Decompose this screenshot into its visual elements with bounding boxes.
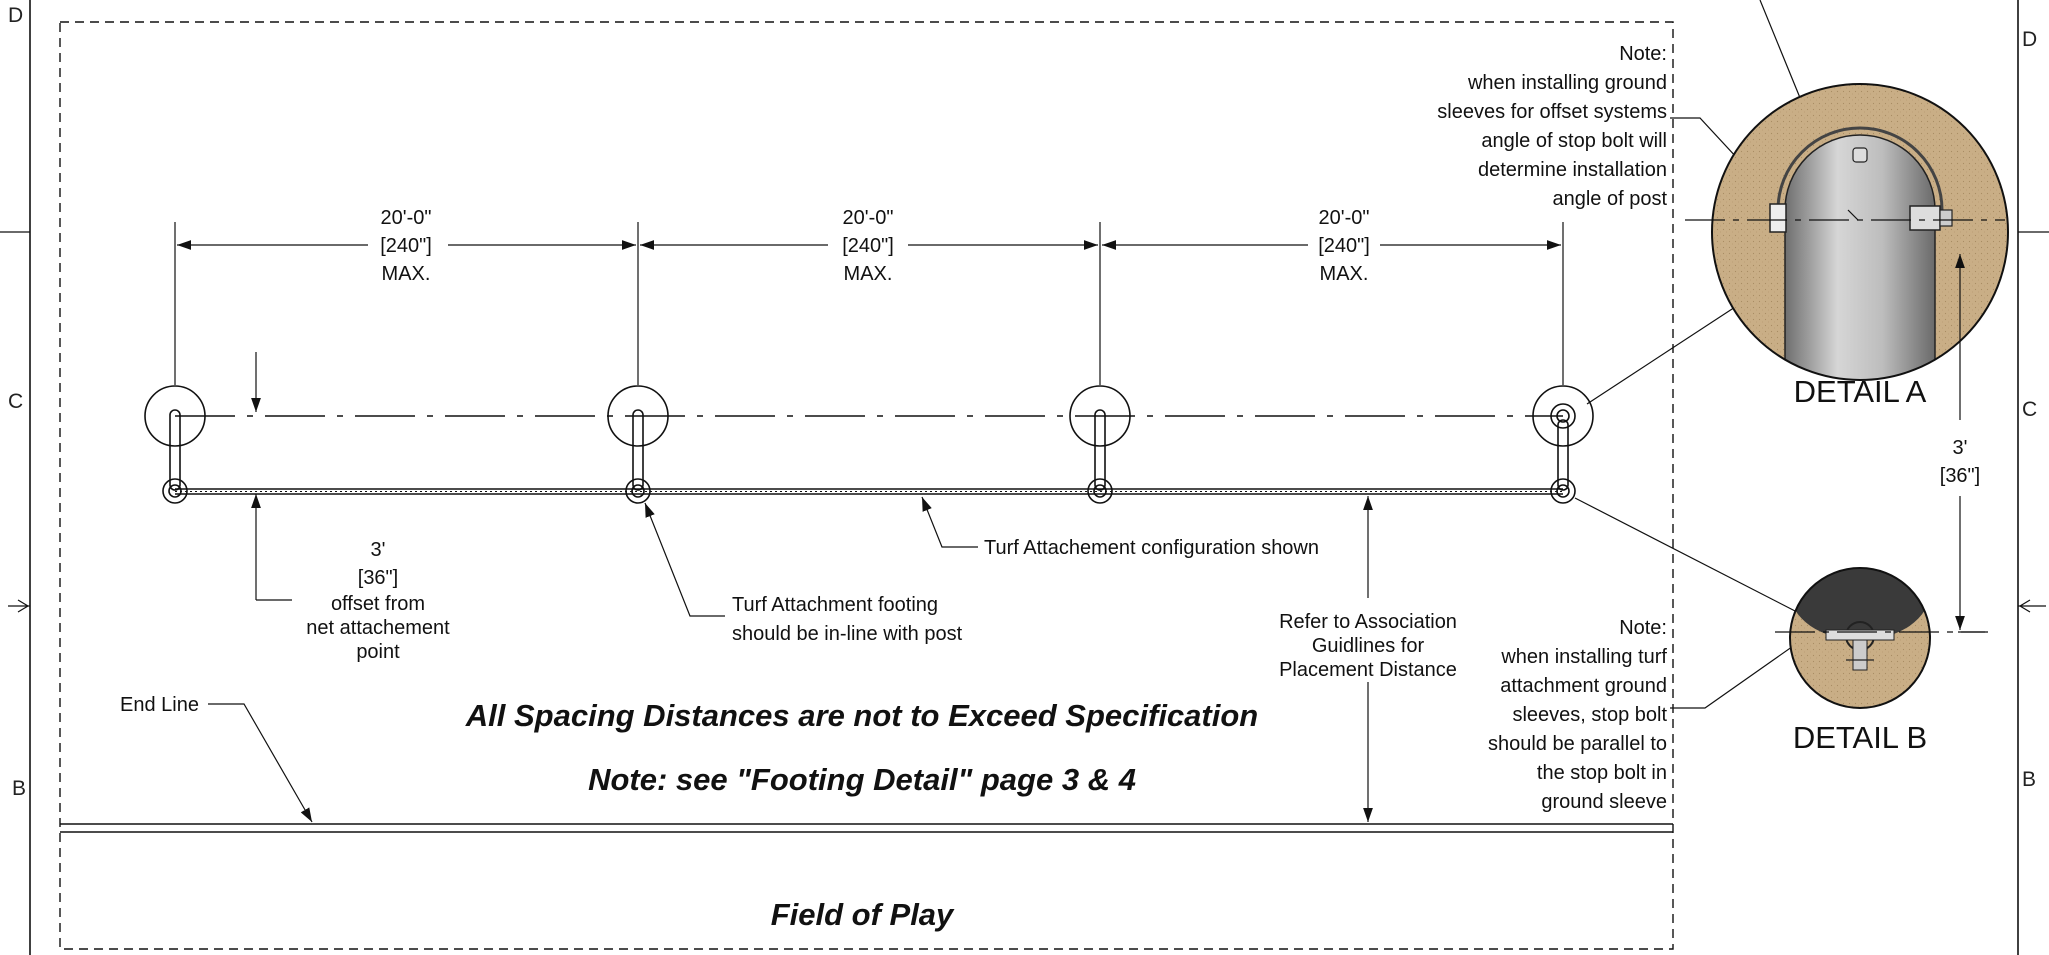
- dim-3-ft: 20'-0": [1319, 207, 1370, 229]
- detail-dim-in: [36"]: [1940, 465, 1980, 487]
- callouts: Turf Attachement configuration shown Tur…: [120, 496, 1457, 823]
- plan-boundary: [59, 21, 1674, 950]
- detail-a-view: [1685, 83, 2009, 381]
- detail-b-view: [1775, 567, 1985, 709]
- svg-text:Note:: Note:: [1619, 43, 1667, 65]
- leader-detail-b: [1574, 497, 1798, 613]
- offset-in: [36"]: [358, 567, 398, 589]
- field-of-play-label: Field of Play: [771, 897, 955, 932]
- offset-ft: 3': [371, 539, 386, 561]
- svg-text:attachment ground: attachment ground: [1500, 675, 1667, 697]
- svg-text:ground sleeve: ground sleeve: [1541, 791, 1667, 813]
- offset-line3: point: [356, 641, 400, 663]
- footing-label-1: Turf Attachment footing: [732, 594, 938, 616]
- detail-dimension: 3' [36"]: [1940, 254, 1988, 633]
- offset-dimension: 3' [36"] offset from net attachement poi…: [251, 352, 450, 663]
- svg-text:when installing turf: when installing turf: [1500, 646, 1667, 668]
- offset-line2: net attachement: [306, 617, 450, 639]
- zone-right-b: B: [2022, 768, 2036, 791]
- zone-right-c: C: [2022, 398, 2037, 421]
- offset-line1: offset from: [331, 593, 425, 615]
- svg-text:the stop bolt in: the stop bolt in: [1537, 762, 1667, 784]
- dim-1-ft: 20'-0": [381, 207, 432, 229]
- leader-detail-a: [1586, 293, 1756, 405]
- spacing-dimensions: 20'-0" [240"] MAX. 20'-0" [240"] MAX. 20…: [174, 207, 1564, 385]
- dim-2-in: [240"]: [842, 235, 894, 257]
- svg-text:angle of stop bolt will: angle of stop bolt will: [1481, 130, 1667, 152]
- footing-note: Note: see "Footing Detail" page 3 & 4: [588, 762, 1136, 797]
- svg-text:when installing ground: when installing ground: [1467, 72, 1667, 94]
- refer-label-3: Placement Distance: [1279, 659, 1457, 681]
- dim-2-max: MAX.: [844, 263, 893, 285]
- zone-right-d: D: [2022, 28, 2037, 51]
- dim-1-max: MAX.: [382, 263, 431, 285]
- detail-dim-ft: 3': [1953, 437, 1968, 459]
- dim-3-in: [240"]: [1318, 235, 1370, 257]
- refer-label-1: Refer to Association: [1279, 611, 1457, 633]
- post-4: [1532, 385, 1594, 504]
- zone-left-b: B: [12, 777, 26, 800]
- end-line: [60, 823, 1673, 833]
- dim-2-ft: 20'-0": [843, 207, 894, 229]
- detail-b-label: DETAIL B: [1793, 720, 1927, 755]
- svg-text:sleeves, stop bolt: sleeves, stop bolt: [1512, 704, 1667, 726]
- svg-text:Note:: Note:: [1619, 617, 1667, 639]
- end-line-label: End Line: [120, 694, 199, 716]
- detail-a-label: DETAIL A: [1794, 374, 1927, 409]
- svg-text:angle of post: angle of post: [1552, 188, 1667, 210]
- post-2: [607, 385, 669, 504]
- zone-left-c: C: [8, 390, 23, 413]
- turf-attachment-net: [175, 488, 1563, 495]
- spacing-headline: All Spacing Distances are not to Exceed …: [465, 698, 1258, 733]
- svg-text:sleeves for offset systems: sleeves for offset systems: [1437, 101, 1667, 123]
- svg-text:should be parallel to: should be parallel to: [1488, 733, 1667, 755]
- post-1: [144, 385, 206, 504]
- dim-3-max: MAX.: [1320, 263, 1369, 285]
- dim-1-in: [240"]: [380, 235, 432, 257]
- note-b: Note: when installing turf attachment gr…: [1488, 617, 1817, 813]
- refer-label-2: Guidlines for: [1312, 635, 1425, 657]
- zone-left-d: D: [8, 4, 23, 27]
- turf-config-label: Turf Attachement configuration shown: [984, 537, 1319, 559]
- post-3: [1069, 385, 1131, 504]
- svg-text:determine installation: determine installation: [1478, 159, 1667, 181]
- footing-label-2: should be in-line with post: [732, 623, 963, 645]
- note-a: Note: when installing ground sleeves for…: [1437, 43, 1789, 214]
